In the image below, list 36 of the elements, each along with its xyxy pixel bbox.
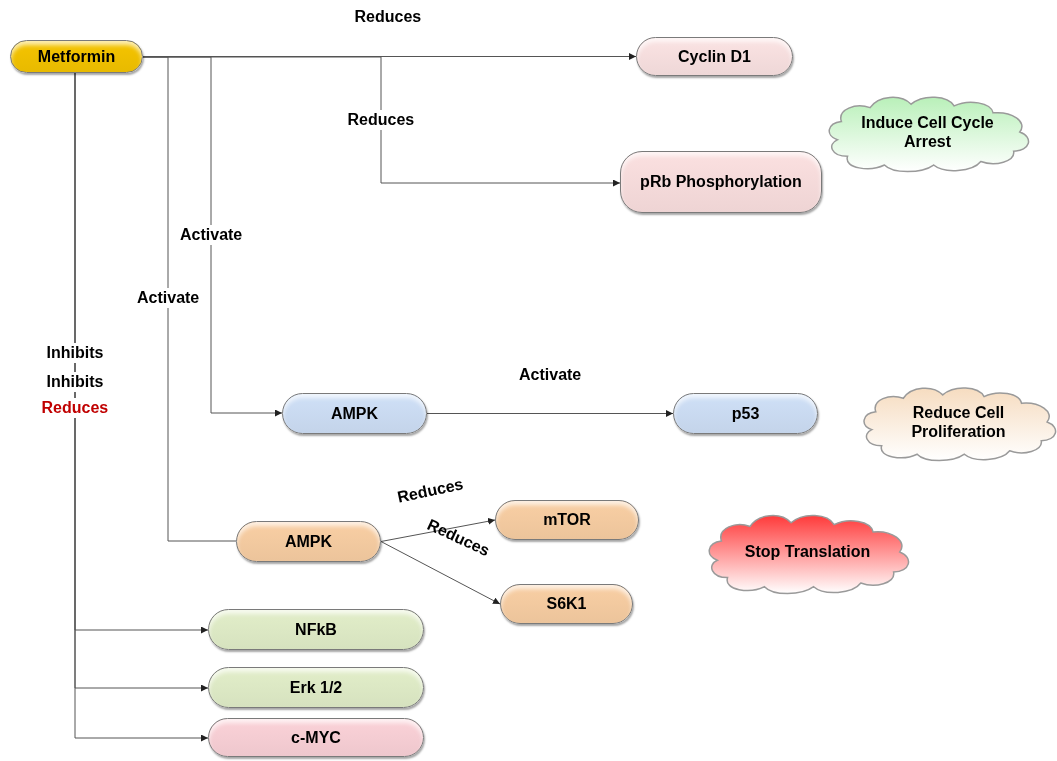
process-pill <box>620 151 822 213</box>
process-pill <box>495 500 639 540</box>
node-label: mTOR <box>543 510 591 530</box>
node-label: p53 <box>731 403 760 424</box>
node-label: AMPK <box>330 403 379 424</box>
edge-label: Reduces <box>345 110 417 130</box>
arrow <box>426 410 674 417</box>
arrow <box>380 517 496 542</box>
process-pill <box>208 609 424 650</box>
edge-label: Activate <box>135 288 202 308</box>
node-label: Metformin <box>37 46 116 67</box>
process-pill <box>208 667 424 708</box>
node-label: Reduce Cell Proliferation <box>910 402 1007 442</box>
edge-label: Reduces <box>39 398 111 418</box>
node-label: Stop Translation <box>744 542 871 562</box>
arrow <box>380 541 501 605</box>
process-pill <box>673 393 818 434</box>
edge-label: Activate <box>178 225 245 245</box>
process-pill <box>10 40 143 73</box>
process-pill <box>282 393 427 434</box>
node-label: c-MYC <box>291 727 341 748</box>
process-pill <box>236 521 381 562</box>
node-label: Erk 1/2 <box>289 677 343 698</box>
node-label: Cyclin D1 <box>678 46 751 67</box>
node-label: Induce Cell Cycle Arrest <box>860 112 995 152</box>
process-pill <box>500 584 633 624</box>
node-label: pRb Phosphorylation <box>640 172 802 192</box>
node-label: NFkB <box>295 619 337 640</box>
process-pill <box>636 37 793 76</box>
connector-line <box>142 56 237 542</box>
node-label: AMPK <box>284 531 333 552</box>
process-pill <box>208 718 424 757</box>
edge-label: Inhibits <box>44 343 106 363</box>
edge-label: Inhibits <box>44 372 106 392</box>
node-label: S6K1 <box>546 594 587 614</box>
edge-label: Reduces <box>394 474 466 508</box>
